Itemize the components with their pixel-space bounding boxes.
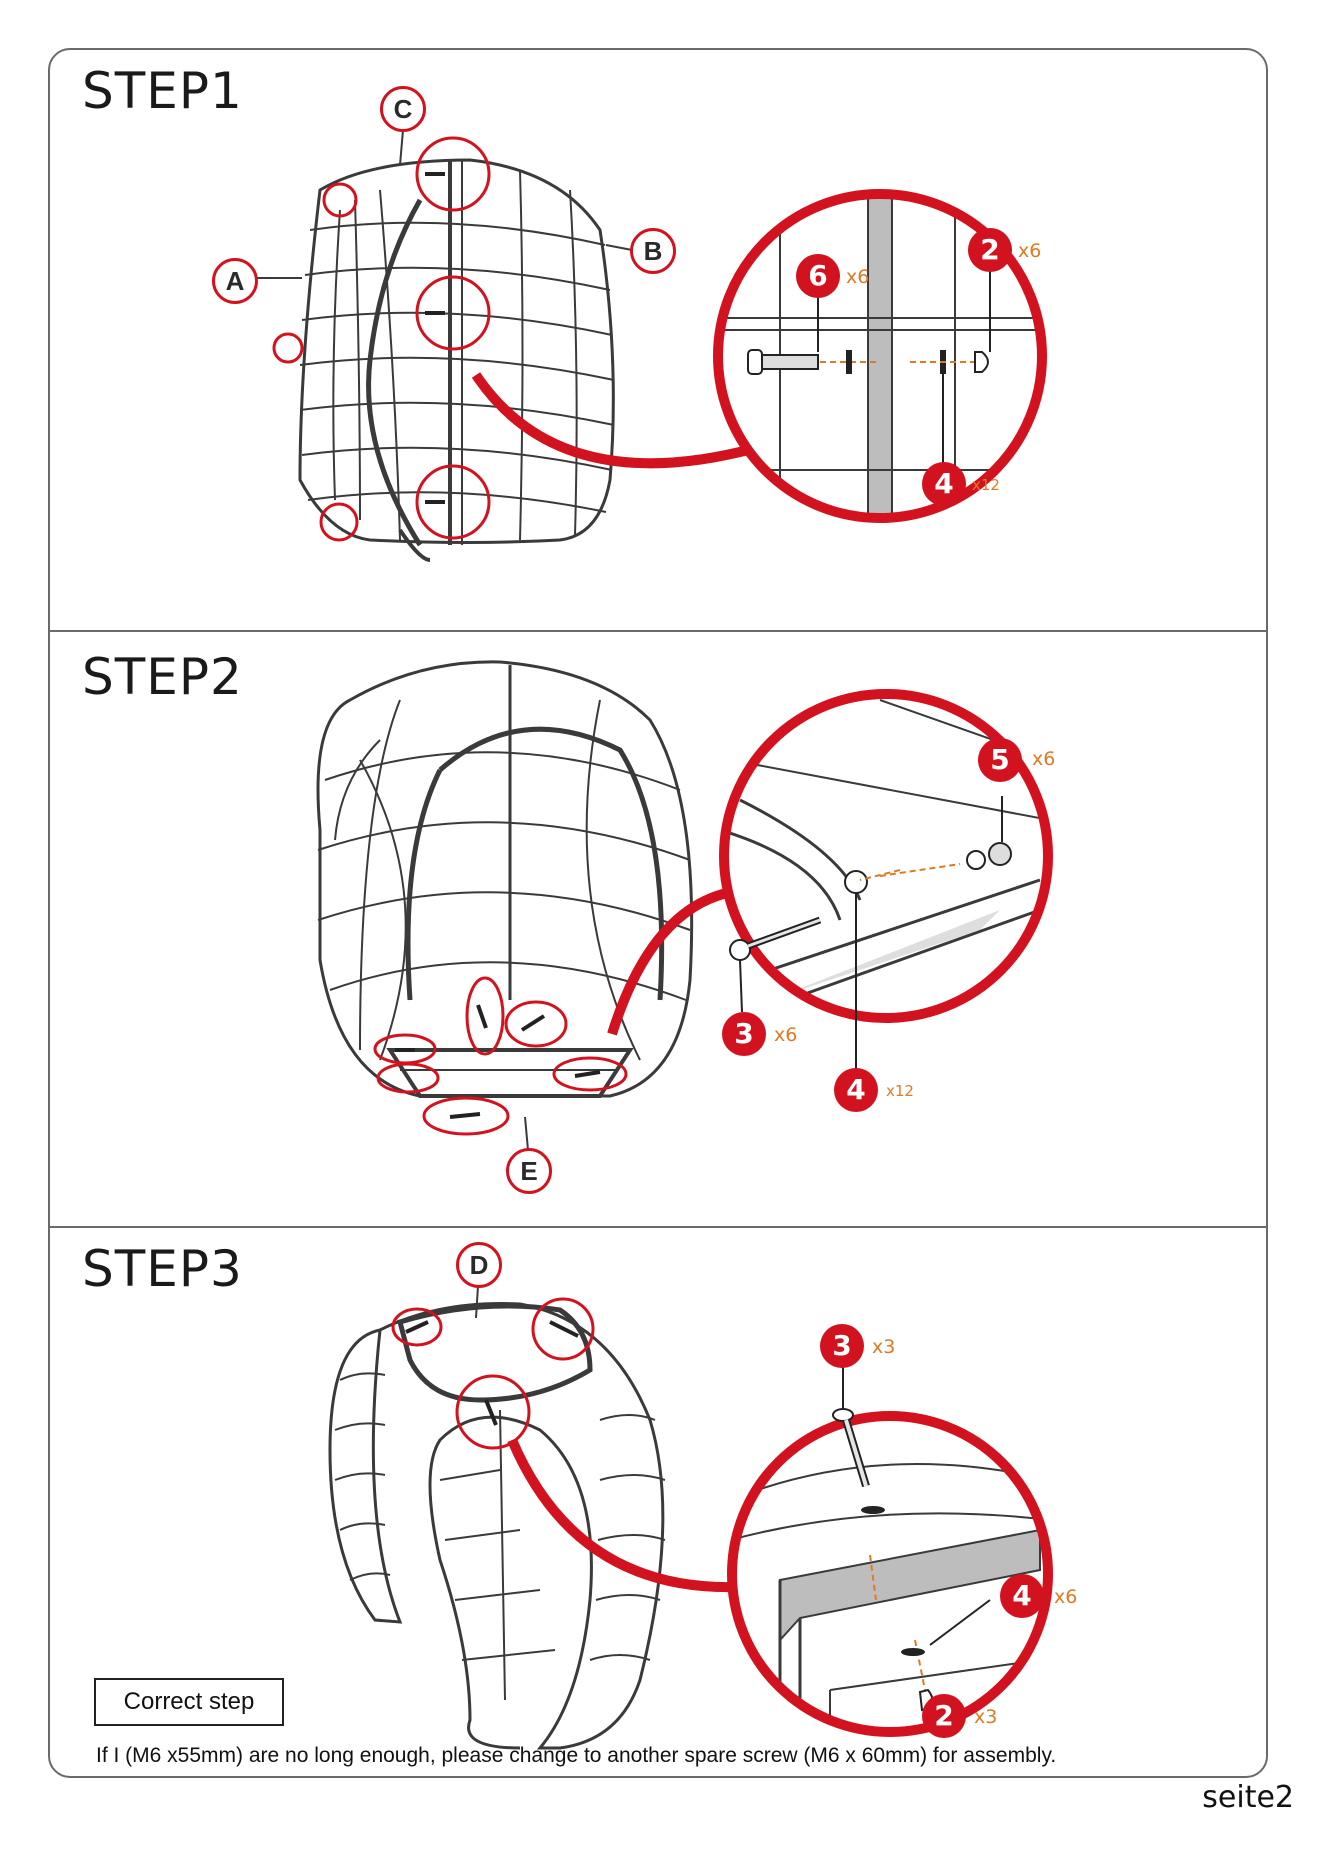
step3-highlight-rings: [393, 1299, 593, 1448]
step3-callout-2: 2: [922, 1694, 966, 1738]
step2-callout-5: 5: [978, 738, 1022, 782]
step2-qty-4: x12: [886, 1082, 914, 1100]
step2-highlight-rings: [375, 978, 626, 1134]
step1-qty-4: x12: [972, 476, 1000, 494]
step1-cage-drawing: [300, 160, 614, 560]
step1-title: STEP1: [82, 66, 243, 116]
step3-title: STEP3: [82, 1244, 243, 1294]
screw-note: If I (M6 x55mm) are no long enough, plea…: [96, 1744, 1056, 1768]
correct-step-label: Correct step: [94, 1678, 284, 1726]
step2-qty-5: x6: [1032, 748, 1055, 770]
zoom-connector: [512, 1440, 756, 1587]
part-label-a: A: [212, 258, 258, 304]
step1-qty-2: x6: [1018, 240, 1041, 262]
step2-cage-drawing: [318, 662, 692, 1096]
step3-callout-3: 3: [820, 1324, 864, 1368]
step1-qty-6: x6: [846, 266, 869, 288]
part-label-c: C: [380, 86, 426, 132]
step3-callout-4: 4: [1000, 1574, 1044, 1618]
part-label-b: B: [630, 228, 676, 274]
step2-callout-4: 4: [834, 1068, 878, 1112]
step3-cage-drawing: [330, 1304, 665, 1748]
step1-callout-4: 4: [922, 462, 966, 506]
step2-qty-3: x6: [774, 1024, 797, 1046]
step1-callout-6: 6: [796, 254, 840, 298]
part-label-e: E: [506, 1148, 552, 1194]
step2-title: STEP2: [82, 652, 243, 702]
step3-qty-2: x3: [974, 1706, 997, 1728]
step3-qty-3: x3: [872, 1336, 895, 1358]
step1-callout-2: 2: [968, 228, 1012, 272]
part-label-d: D: [456, 1242, 502, 1288]
step3-qty-4: x6: [1054, 1586, 1077, 1608]
step2-callout-3: 3: [722, 1012, 766, 1056]
zoom-connector: [476, 375, 756, 463]
page-label: seite2: [1202, 1780, 1294, 1815]
